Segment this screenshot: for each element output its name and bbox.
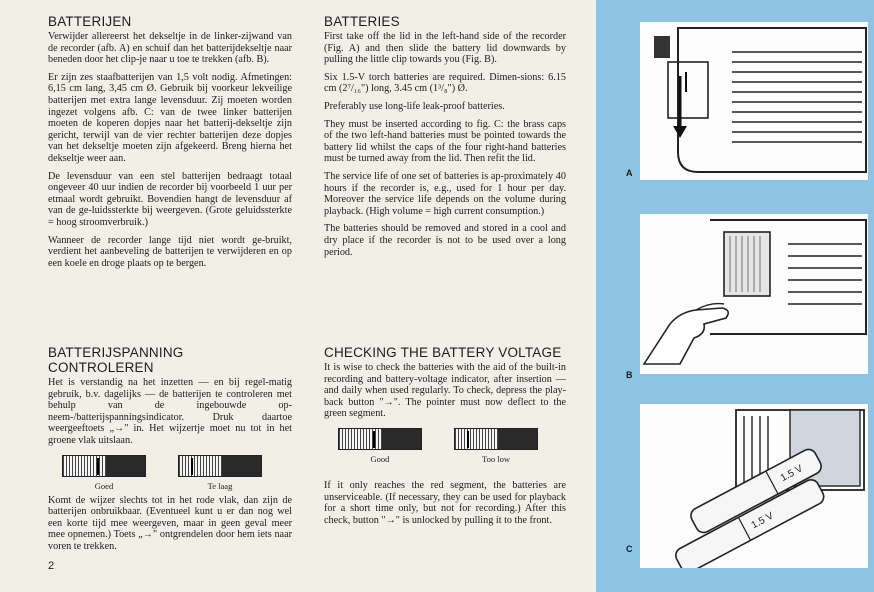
gauge-low: Too low	[454, 427, 538, 464]
gauge-low-label: Te laag	[207, 480, 233, 491]
paragraph: De levensduur van een stel batterijen be…	[48, 170, 292, 228]
figure-b-label: B	[626, 370, 633, 380]
dutch-voltage-section: BATTERIJSPANNING CONTROLEREN Het is vers…	[48, 345, 292, 559]
heading-checking-voltage: CHECKING THE BATTERY VOLTAGE	[324, 345, 562, 360]
paragraph: The batteries should be removed and stor…	[324, 223, 566, 258]
paragraph: The service life of one set of batteries…	[324, 170, 566, 217]
gauge-good-label: Goed	[94, 480, 114, 491]
dutch-column: BATTERIJEN Verwijder allereerst het deks…	[48, 14, 292, 275]
paragraph: Wanneer de recorder lange tijd niet word…	[48, 234, 292, 269]
figure-a-illustration	[640, 22, 868, 180]
paragraph: If it only reaches the red segment, the …	[324, 479, 566, 526]
paragraph: Six 1.5-V torch batteries are required. …	[324, 71, 566, 95]
heading-batterijen: BATTERIJEN	[48, 14, 132, 29]
gauge-good-dial	[62, 454, 146, 477]
english-column: BATTERIES First take off the lid in the …	[324, 14, 566, 264]
heading-batterijspanning: BATTERIJSPANNING CONTROLEREN	[48, 345, 184, 375]
paragraph: Er zijn zes staafbatterijen van 1,5 volt…	[48, 71, 292, 164]
paragraph: It is wise to check the batteries with t…	[324, 362, 566, 420]
english-voltage-section: CHECKING THE BATTERY VOLTAGE It is wise …	[324, 345, 566, 532]
paragraph: Verwijder allereerst het dekseltje in de…	[48, 31, 292, 66]
paragraph: First take off the lid in the left-hand …	[324, 31, 566, 66]
gauge-good: Goed	[62, 454, 146, 491]
gauge-low-dial	[178, 454, 262, 477]
gauge-good-label: Good	[370, 453, 390, 464]
paragraph: Preferably use long-life leak-proof batt…	[324, 100, 505, 112]
gauge-low: Te laag	[178, 454, 262, 491]
paragraph: Het is verstandig na het inzetten — en b…	[48, 377, 292, 446]
paragraph: Komt de wijzer slechts tot in het rode v…	[48, 494, 292, 552]
paragraph: They must be inserted according to fig. …	[324, 118, 566, 165]
figure-a-label: A	[626, 168, 633, 178]
illustration-panel: A B	[596, 0, 874, 592]
figure-c-illustration: 1.5 V 1.5 V	[640, 404, 868, 568]
heading-batteries: BATTERIES	[324, 14, 400, 29]
gauge-low-dial	[454, 427, 538, 450]
gauge-low-label: Too low	[482, 453, 510, 464]
gauge-good-dial	[338, 427, 422, 450]
page-number: 2	[48, 560, 55, 572]
figure-b-illustration	[640, 214, 868, 374]
gauge-good: Good	[338, 427, 422, 464]
gauge-illustrations: Good Too low	[338, 427, 566, 464]
gauge-illustrations: Goed Te laag	[62, 454, 292, 491]
figure-c-label: C	[626, 544, 633, 554]
